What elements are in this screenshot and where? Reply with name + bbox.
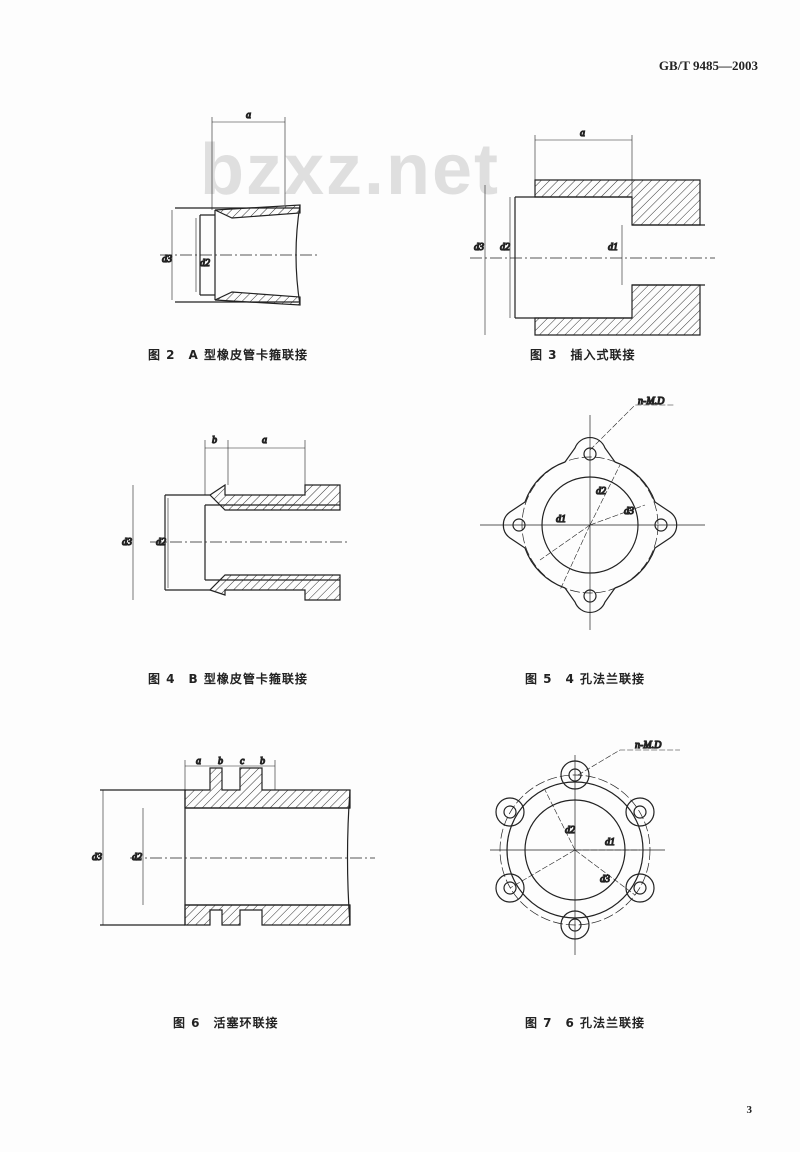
figure-2-drawing: a d3 d2 bbox=[160, 109, 320, 306]
dim-b: b bbox=[218, 756, 223, 767]
dim-d1: d1 bbox=[556, 514, 566, 525]
figure-3-caption: 图 3 插入式联接 bbox=[530, 348, 636, 362]
dim-d3: d3 bbox=[624, 506, 634, 517]
figure-6-caption: 图 6 活塞环联接 bbox=[173, 1016, 279, 1030]
dim-b-2: b bbox=[260, 756, 265, 767]
page-number: 3 bbox=[746, 1104, 753, 1116]
dim-d2: d2 bbox=[565, 825, 575, 836]
figure-7-drawing: n-M.D d2 d1 d3 bbox=[490, 739, 680, 955]
figure-5-caption: 图 5 4 孔法兰联接 bbox=[525, 672, 646, 686]
dim-d2: d2 bbox=[200, 258, 210, 269]
figure-2-caption: 图 2 A 型橡皮管卡箍联接 bbox=[148, 348, 308, 362]
hole-spec-label: n-M.D bbox=[638, 396, 665, 407]
dim-d3: d3 bbox=[474, 242, 484, 253]
standard-number: GB/T 9485—2003 bbox=[658, 58, 758, 73]
dim-d3: d3 bbox=[600, 874, 610, 885]
dim-b: b bbox=[212, 435, 217, 446]
dim-d2: d2 bbox=[500, 242, 510, 253]
figure-4-drawing: b a d3 d2 bbox=[121, 434, 350, 601]
dim-a: a bbox=[246, 110, 251, 121]
figure-6-drawing: a b c b d3 d2 bbox=[91, 755, 375, 926]
dim-d3: d3 bbox=[162, 254, 172, 265]
dim-d3: d3 bbox=[92, 852, 102, 863]
hole-spec-label: n-M.D bbox=[635, 740, 662, 751]
watermark: bzxz.net bbox=[200, 130, 501, 210]
dim-a: a bbox=[580, 128, 585, 139]
figure-3-drawing: a d3 d2 d1 bbox=[470, 127, 715, 336]
dim-d1: d1 bbox=[605, 837, 615, 848]
dim-d2: d2 bbox=[156, 537, 166, 548]
dim-c: c bbox=[240, 756, 245, 767]
figure-4-caption: 图 4 B 型橡皮管卡箍联接 bbox=[148, 672, 308, 686]
dim-a: a bbox=[262, 435, 267, 446]
figure-7-caption: 图 7 6 孔法兰联接 bbox=[525, 1016, 646, 1030]
dim-d1: d1 bbox=[608, 242, 618, 253]
dim-a: a bbox=[196, 756, 201, 767]
dim-d2: d2 bbox=[596, 486, 606, 497]
dim-d3: d3 bbox=[122, 537, 132, 548]
dim-d2: d2 bbox=[132, 852, 142, 863]
figure-5-drawing: n-M.D d1 d2 d3 bbox=[480, 395, 705, 630]
